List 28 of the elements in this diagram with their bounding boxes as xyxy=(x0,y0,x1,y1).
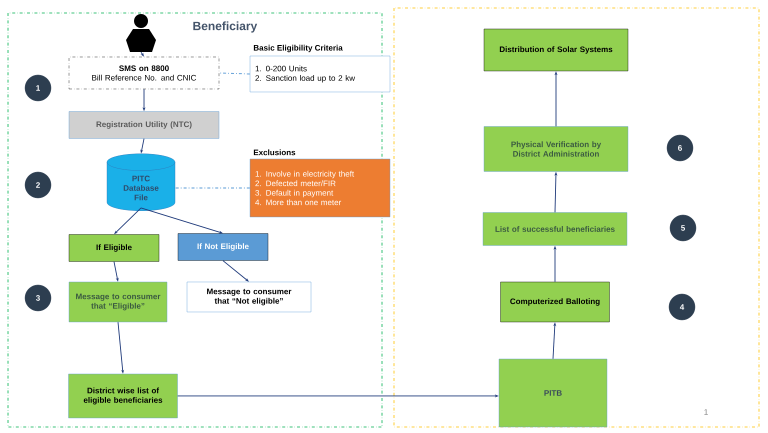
box-heading: Basic Eligibility Criteria xyxy=(254,44,343,52)
database-cylinder: PITC Database File xyxy=(106,154,176,211)
process-box: District wise list of eligible beneficiaries xyxy=(68,374,178,418)
process-box: Message to consumer that “Eligible” xyxy=(68,282,168,322)
criteria-box: 1. 0-200 Units 2. Sanction load up to 2 kw xyxy=(250,56,390,92)
process-box: PITB xyxy=(498,358,608,428)
process-box: Computerized Balloting xyxy=(500,282,610,322)
step-number: 1 xyxy=(24,74,52,102)
process-box: Message to consumer that “Not eligible” xyxy=(186,282,312,312)
person-icon xyxy=(126,14,156,52)
page-number: 1 xyxy=(704,409,708,415)
arrow xyxy=(222,260,249,282)
step-number: 6 xyxy=(666,134,694,162)
process-box: Distribution of Solar Systems xyxy=(484,28,628,72)
step-number: 4 xyxy=(668,294,696,320)
process-box: Registration Utility (NTC) xyxy=(68,111,220,139)
process-box: Physical Verification by District Administration xyxy=(484,126,628,172)
exclusions-box: 1. Involve in electricity theft 2. Defected meter/FIR 3. Default in payment 4. More than one meter xyxy=(250,158,390,218)
step-number: 2 xyxy=(24,172,52,198)
decision-box: If Eligible xyxy=(68,234,160,262)
process-box: List of successful beneficiaries xyxy=(482,212,628,246)
connector-line xyxy=(218,72,250,74)
step-number: 3 xyxy=(24,284,52,312)
box-heading: Exclusions xyxy=(254,149,296,156)
step-number: 5 xyxy=(670,214,696,242)
heading: Beneficiary xyxy=(193,21,258,33)
decision-box: If Not Eligible xyxy=(178,233,268,261)
process-box: SMS on 8800 Bill Reference No. and CNIC xyxy=(68,56,220,90)
